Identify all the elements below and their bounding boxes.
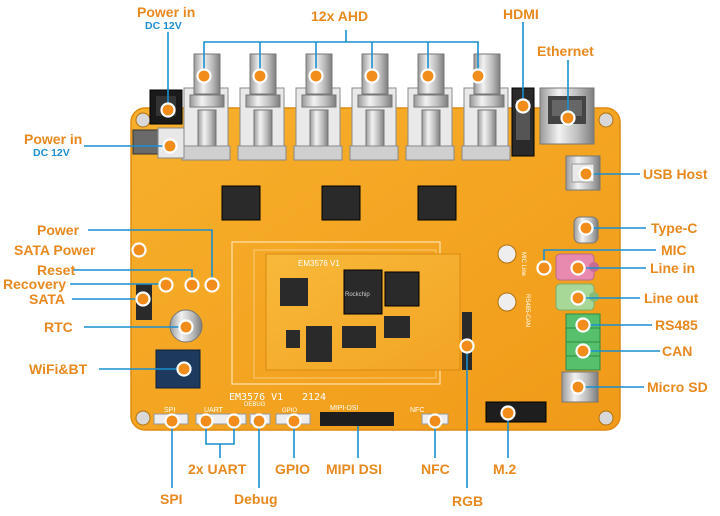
label-type-c: Type-C [651, 220, 698, 236]
marker-gpio [286, 413, 302, 429]
marker-ethernet [560, 110, 576, 126]
marker-nfc [427, 413, 443, 429]
marker-ahd-2 [252, 68, 268, 84]
marker-sata-power [131, 242, 147, 258]
marker-ahd-5 [420, 68, 436, 84]
silk-gpio: GPIO [282, 408, 297, 414]
marker-line-out [570, 290, 586, 306]
marker-micro-sd [570, 379, 586, 395]
label-reset: Reset [37, 262, 76, 278]
marker-ahd-6 [470, 68, 486, 84]
marker-hdmi [515, 98, 531, 114]
label-mic: MIC [661, 242, 687, 258]
label-can: CAN [662, 343, 693, 359]
label-line-in: Line in [650, 260, 696, 276]
label-debug: Debug [234, 491, 278, 507]
marker-uart-1 [198, 413, 214, 429]
core-module: EM3576 V1 Rockchip [265, 253, 461, 371]
label-line-out: Line out [644, 290, 699, 306]
marker-ahd-3 [308, 68, 324, 84]
marker-m2 [500, 405, 516, 421]
label-ahd: 12x AHD [311, 8, 369, 24]
label-uart: 2x UART [188, 461, 247, 477]
marker-debug [251, 413, 267, 429]
bnc-connector [349, 53, 399, 161]
label-gpio: GPIO [275, 461, 311, 477]
label-power: Power [37, 222, 80, 238]
silk-debug: DEBUG [244, 402, 266, 408]
label-spi: SPI [160, 491, 183, 507]
label-sata-power: SATA Power [14, 242, 96, 258]
label-usb-host: USB Host [643, 166, 708, 182]
label-sata: SATA [29, 291, 66, 307]
label-power-in-top: Power in [137, 4, 196, 20]
label-power-in-top-sub: DC 12V [145, 20, 182, 32]
board-model-text: EM3576 V1 [229, 392, 283, 403]
label-recovery: Recovery [3, 276, 67, 292]
marker-power [204, 277, 220, 293]
bnc-connector [181, 53, 231, 161]
silk-mipi: MIPI-DSI [330, 405, 358, 412]
silk-spi: SPI [164, 407, 175, 414]
label-ethernet: Ethernet [537, 43, 594, 59]
marker-rs485 [575, 317, 591, 333]
marker-ahd-1 [196, 68, 212, 84]
silk-rs485can: RS485-CAN [524, 294, 530, 327]
silk-nfc: NFC [410, 407, 424, 414]
silk-micline: MIC Line [520, 252, 526, 277]
label-m2: M.2 [493, 461, 517, 477]
bnc-connector [461, 53, 511, 161]
marker-line-in [570, 260, 586, 276]
chip-logo-text: Rockchip [345, 292, 370, 298]
markers [131, 68, 594, 429]
marker-rtc [178, 319, 194, 335]
label-rgb: RGB [452, 493, 484, 509]
silk-uart: UART [204, 407, 224, 414]
marker-reset [184, 277, 200, 293]
marker-sata [135, 291, 151, 307]
dc-jack-top [149, 89, 183, 125]
bnc-connector [237, 53, 287, 161]
bnc-connector [293, 53, 343, 161]
marker-mic [536, 260, 552, 276]
ahd-decoder-chips [221, 185, 457, 221]
marker-rgb [459, 338, 475, 354]
marker-ahd-4 [364, 68, 380, 84]
marker-wifi-bt [176, 361, 192, 377]
label-micro-sd: Micro SD [647, 379, 708, 395]
label-wifi-bt: WiFi&BT [29, 361, 88, 377]
ahd-connectors [181, 53, 511, 161]
label-power-in-left-sub: DC 12V [33, 147, 70, 159]
marker-can [575, 343, 591, 359]
marker-type-c [578, 220, 594, 236]
marker-spi [164, 413, 180, 429]
label-hdmi: HDMI [503, 6, 539, 22]
m2-slot [485, 401, 547, 423]
marker-power-in-left [162, 138, 178, 154]
bnc-connector [405, 53, 455, 161]
marker-power-in-top [160, 102, 176, 118]
core-silkscreen: EM3576 V1 [298, 259, 340, 268]
label-rtc: RTC [44, 319, 73, 335]
marker-recovery [158, 277, 174, 293]
marker-uart-2 [226, 413, 242, 429]
label-power-in-left: Power in [24, 131, 83, 147]
board-code-text: 2124 [302, 392, 326, 403]
label-rs485: RS485 [655, 317, 698, 333]
marker-usb-host [578, 166, 594, 182]
label-mipi-dsi: MIPI DSI [326, 461, 383, 477]
label-nfc: NFC [421, 461, 450, 477]
